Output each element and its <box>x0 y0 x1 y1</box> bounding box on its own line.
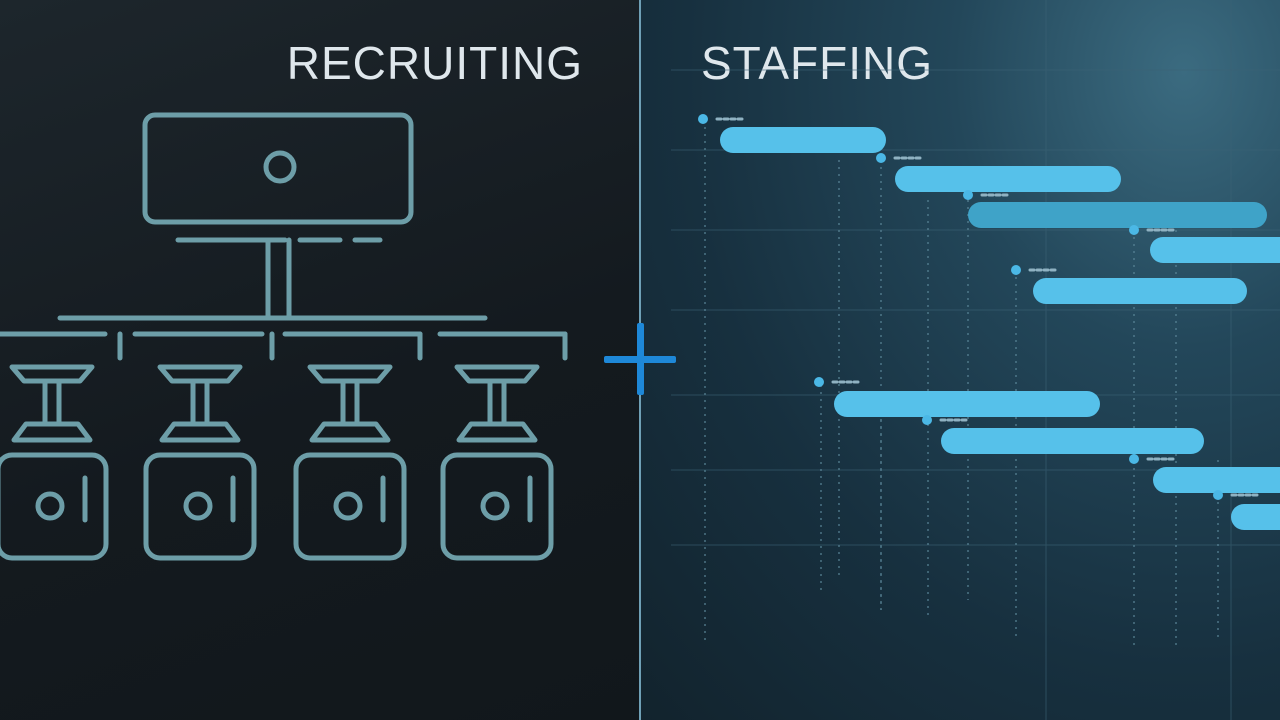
timeline-bar-5 <box>1011 265 1247 304</box>
node-dot <box>480 491 510 521</box>
node-seat-top <box>307 364 393 384</box>
timeline-marker <box>1011 265 1021 275</box>
timeline-bar-fill <box>1153 467 1280 493</box>
org-top-box <box>142 112 414 225</box>
org-node-3 <box>293 364 407 561</box>
timeline-marker <box>1129 454 1139 464</box>
node-seat-top <box>157 364 243 384</box>
timeline-bar-9 <box>1213 490 1280 530</box>
timeline-bar-4 <box>1129 225 1280 263</box>
staffing-title: STAFFING <box>701 37 934 89</box>
node-box <box>293 452 407 561</box>
timeline-bar-fill <box>834 391 1100 417</box>
timeline-bar-fill <box>895 166 1121 192</box>
org-node-1 <box>0 364 109 561</box>
org-chart-diagram <box>0 112 568 561</box>
timeline-marker <box>922 415 932 425</box>
staffing-panel: STAFFING <box>641 0 1280 720</box>
timeline-marker <box>876 153 886 163</box>
recruiting-title: RECRUITING <box>286 37 583 89</box>
timeline-bar-fill <box>968 202 1267 228</box>
node-seat-base <box>159 421 241 443</box>
node-box <box>0 452 109 561</box>
timeline-marker <box>814 377 824 387</box>
timeline-bar-fill <box>1033 278 1247 304</box>
plus-icon <box>604 323 676 395</box>
node-dot <box>35 491 65 521</box>
node-box <box>440 452 554 561</box>
timeline-bar-8 <box>1129 454 1280 493</box>
node-seat-top <box>454 364 540 384</box>
timeline-marker <box>698 114 708 124</box>
recruiting-panel: RECRUITING <box>0 0 639 720</box>
node-dot <box>333 491 363 521</box>
node-box <box>143 452 257 561</box>
org-top-box-dot <box>263 150 297 184</box>
timeline-marker <box>1213 490 1223 500</box>
timeline-bar-7 <box>922 415 1204 454</box>
timeline-bar-1 <box>698 114 886 153</box>
timeline-bar-fill <box>1150 237 1280 263</box>
timeline-bar-fill <box>1231 504 1280 530</box>
node-seat-base <box>11 421 93 443</box>
timeline-bar-fill <box>941 428 1204 454</box>
timeline-bar-2 <box>876 153 1121 192</box>
timeline-bar-fill <box>720 127 886 153</box>
node-dot <box>183 491 213 521</box>
org-node-4 <box>440 364 554 561</box>
timeline-diagram <box>671 0 1280 720</box>
timeline-marker <box>1129 225 1139 235</box>
timeline-bar-6 <box>814 377 1100 417</box>
node-seat-base <box>309 421 391 443</box>
org-node-2 <box>143 364 257 561</box>
node-seat-base <box>456 421 538 443</box>
timeline-marker <box>963 190 973 200</box>
node-seat-top <box>9 364 95 384</box>
timeline-bar-3 <box>963 190 1267 228</box>
